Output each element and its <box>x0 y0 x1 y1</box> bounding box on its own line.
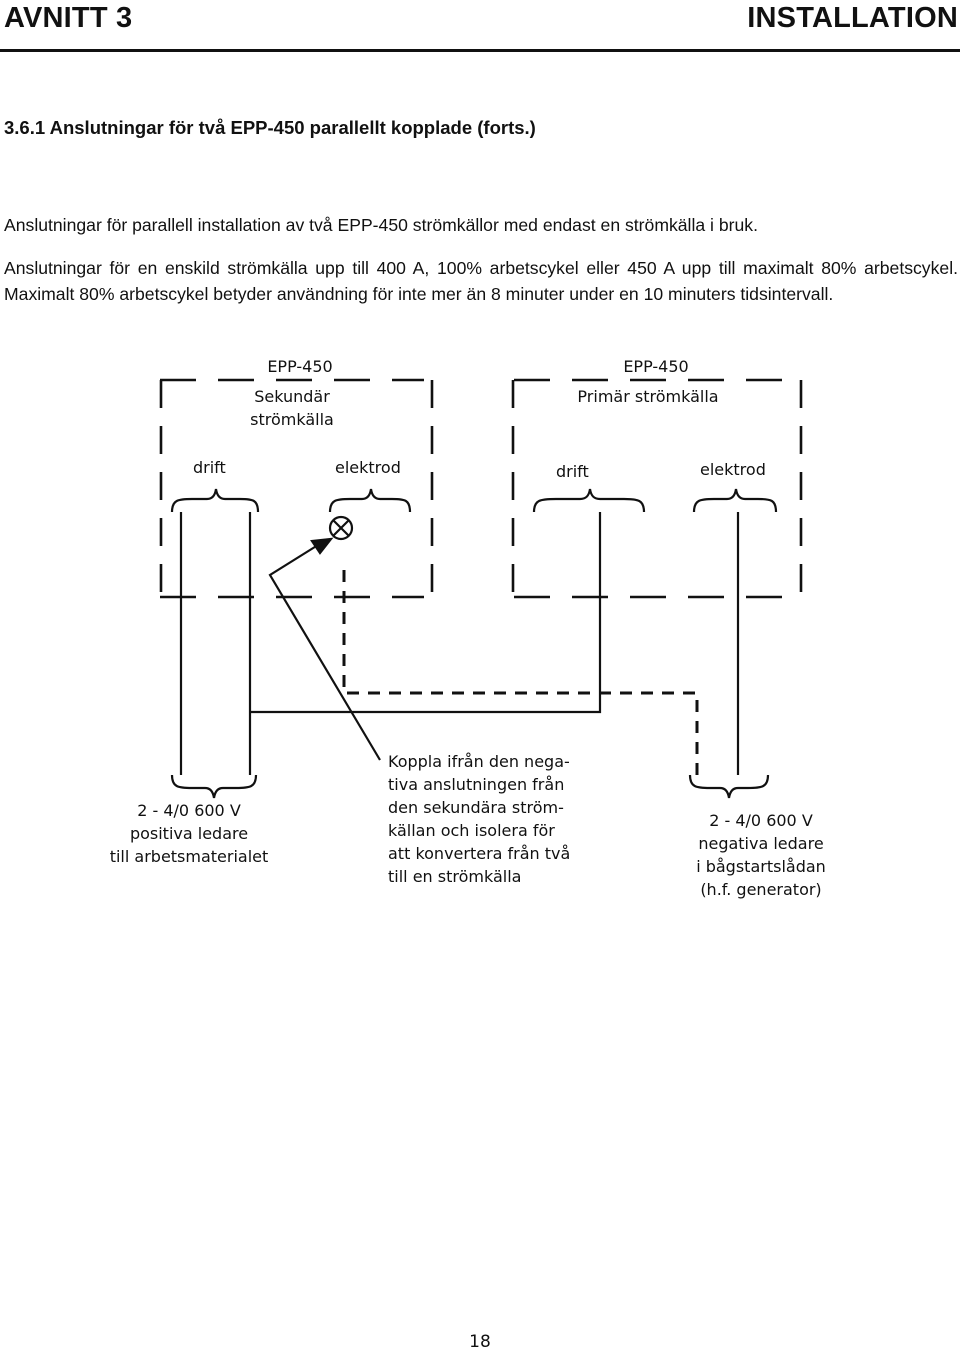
negative-cable-line1: 2 - 4/0 600 V <box>709 811 813 830</box>
page-number: 18 <box>469 1332 491 1352</box>
positive-cable-brace <box>170 774 258 799</box>
secondary-model-label: EPP-450 <box>267 357 333 376</box>
negative-cable-line2: negativa ledare <box>698 834 824 853</box>
intro-paragraph: Anslutningar för parallell installation … <box>4 215 758 235</box>
chapter-header: INSTALLATION <box>747 2 958 34</box>
positive-cable-line3: till arbetsmaterialet <box>109 847 269 866</box>
disconnect-note-line3: den sekundära ström- <box>388 798 564 817</box>
primary-elektrod-label: elektrod <box>700 460 766 479</box>
duty-cycle-paragraph: Anslutningar för en enskild strömkälla u… <box>4 258 958 304</box>
disconnected-negative-cable <box>342 570 699 775</box>
primary-unit-box <box>511 378 803 599</box>
right-drift-brace <box>532 488 646 513</box>
disconnect-note-line6: till en strömkälla <box>388 867 522 886</box>
callout-arrowhead <box>310 537 334 555</box>
negative-cable-brace <box>688 774 770 799</box>
disconnect-note-line5: att konvertera från två <box>388 844 571 863</box>
primary-model-label: EPP-450 <box>623 357 689 376</box>
negative-cable-line4: (h.f. generator) <box>700 880 822 899</box>
section-header: AVNITT 3 <box>4 2 133 34</box>
secondary-drift-label: drift <box>193 458 226 477</box>
secondary-role-label-2: strömkälla <box>250 410 334 429</box>
disconnect-note-line1: Koppla ifrån den nega- <box>388 752 570 771</box>
secondary-unit-box <box>159 378 434 599</box>
header-rule <box>0 49 960 52</box>
negative-cable-line3: i bågstartslådan <box>696 857 826 876</box>
primary-role-label: Primär strömkälla <box>577 387 719 406</box>
positive-cable-crossover <box>250 512 602 714</box>
section-title: 3.6.1 Anslutningar för två EPP-450 paral… <box>4 117 536 138</box>
right-elektrod-brace <box>692 488 778 513</box>
disconnect-note-line2: tiva anslutningen från <box>388 775 565 794</box>
primary-drift-label: drift <box>556 462 589 481</box>
callout-leader <box>268 544 381 761</box>
secondary-role-label-1: Sekundär <box>254 387 330 406</box>
positive-cable-line1: 2 - 4/0 600 V <box>137 801 241 820</box>
positive-cable-line2: positiva ledare <box>129 824 249 843</box>
secondary-elektrod-label: elektrod <box>335 458 401 477</box>
isolation-symbol <box>328 515 354 541</box>
left-drift-brace <box>170 488 260 513</box>
left-elektrod-brace <box>328 488 412 513</box>
disconnect-note-line4: källan och isolera för <box>388 821 555 840</box>
